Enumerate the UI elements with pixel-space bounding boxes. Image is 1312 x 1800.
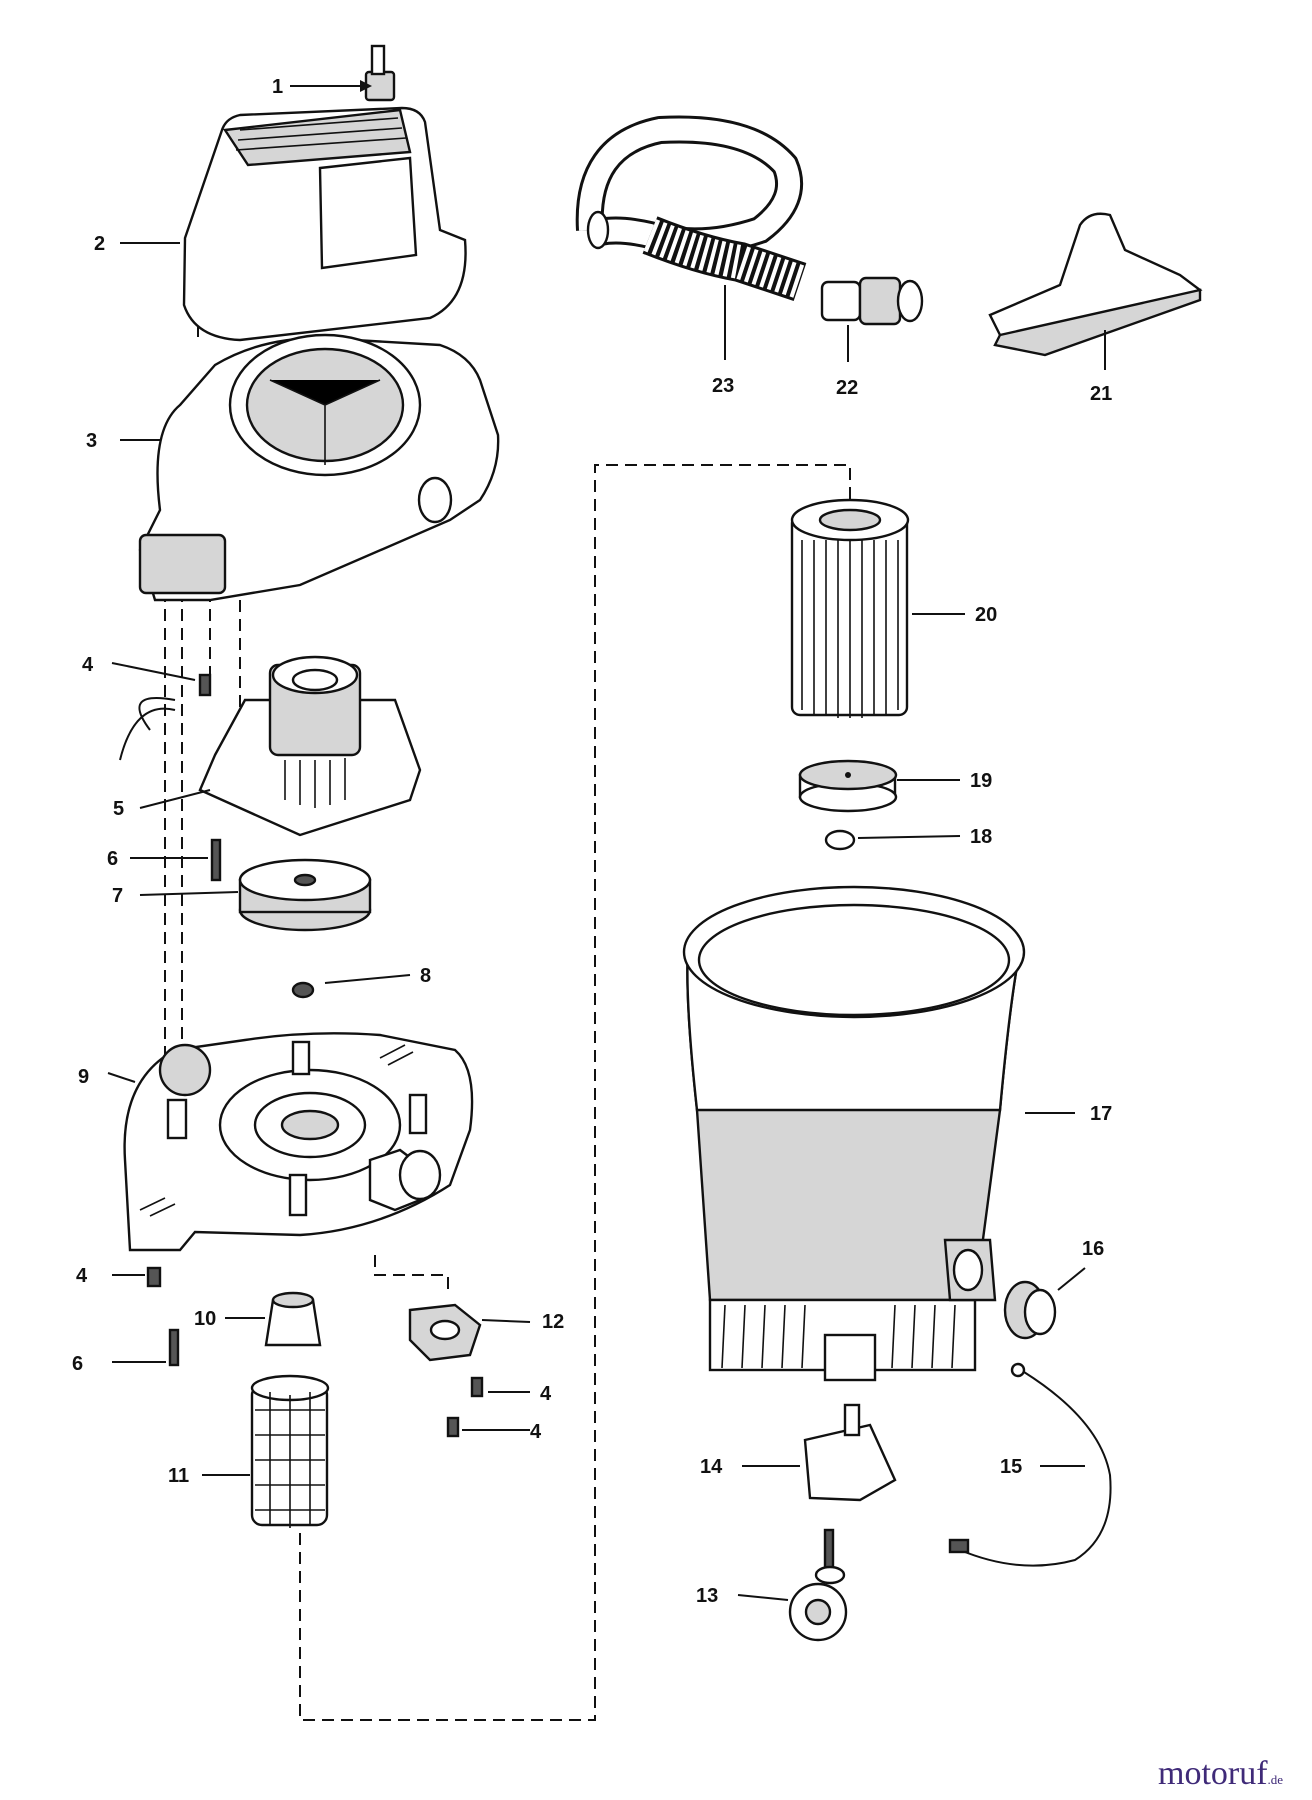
switch-part — [290, 44, 396, 102]
part-label-1: 1 — [272, 76, 283, 98]
lid-plate-part — [107, 1032, 474, 1252]
part-label-11: 11 — [168, 1465, 189, 1487]
part-label-19: 19 — [970, 770, 992, 792]
part-label-4a: 4 — [82, 654, 94, 676]
part-label-3: 3 — [86, 430, 97, 452]
watermark-tld: .de — [1267, 1772, 1284, 1787]
part-label-4d: 4 — [530, 1421, 542, 1443]
part-label-4b: 4 — [76, 1265, 88, 1287]
long-screw-parts — [112, 838, 222, 1367]
part-number-labels: 1 2 3 4 5 6 7 8 9 4 10 12 6 4 4 11 23 22… — [72, 76, 1112, 1607]
float-cap-part — [225, 1291, 322, 1347]
part-label-6b: 6 — [72, 1353, 83, 1375]
caster-bracket-part — [742, 1403, 897, 1502]
filter-cap-part — [798, 759, 960, 813]
wing-nut-part — [824, 829, 961, 851]
drain-plug-part — [1003, 1267, 1086, 1340]
part-label-17: 17 — [1090, 1103, 1112, 1125]
part-label-23: 23 — [712, 375, 734, 397]
screw-parts — [111, 662, 530, 1438]
watermark-name: motoruf — [1158, 1755, 1268, 1792]
part-label-22: 22 — [836, 377, 858, 399]
caster-wheel-part — [737, 1528, 848, 1642]
part-label-10: 10 — [194, 1308, 216, 1330]
drain-bracket-part — [408, 1303, 531, 1362]
part-label-5: 5 — [113, 798, 124, 820]
part-label-16: 16 — [1082, 1238, 1104, 1260]
hose-part — [575, 115, 807, 360]
floor-nozzle-part — [988, 212, 1203, 370]
watermark-logo: motoruf.de — [1158, 1755, 1283, 1793]
part-label-9: 9 — [78, 1066, 89, 1088]
cage-filter-part — [202, 1374, 330, 1528]
part-label-20: 20 — [975, 604, 997, 626]
part-label-12: 12 — [542, 1311, 564, 1333]
nut-part — [291, 974, 411, 999]
part-label-13: 13 — [696, 1585, 718, 1607]
motor-cover-part — [120, 106, 467, 342]
housing-top-part — [120, 333, 500, 602]
tether-cord-part — [948, 1362, 1112, 1567]
part-label-8: 8 — [420, 965, 431, 987]
part-label-7: 7 — [112, 885, 123, 907]
part-label-21: 21 — [1090, 383, 1112, 405]
part-label-4c: 4 — [540, 1383, 552, 1405]
part-label-15: 15 — [1000, 1456, 1022, 1478]
part-label-6a: 6 — [107, 848, 118, 870]
impeller-part — [139, 858, 372, 932]
part-label-18: 18 — [970, 826, 992, 848]
motor-part — [119, 655, 422, 837]
part-label-2: 2 — [94, 233, 105, 255]
tank-part — [682, 885, 1075, 1382]
pleated-filter-part — [790, 498, 965, 718]
part-label-14: 14 — [700, 1456, 723, 1478]
coupling-part — [820, 276, 924, 362]
